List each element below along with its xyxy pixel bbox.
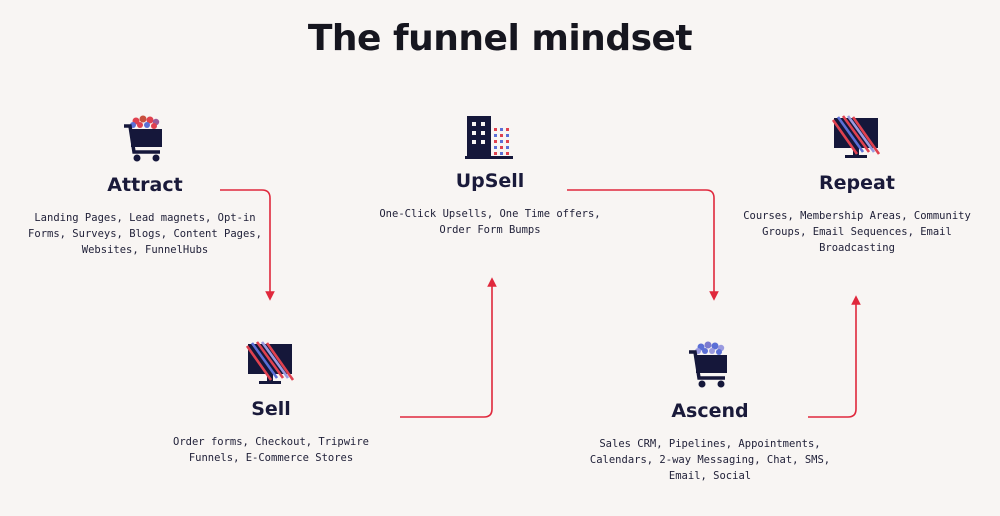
cart-icon [124, 115, 162, 162]
stage-name: Repeat [819, 172, 895, 194]
arrow-ascend-to-repeat [808, 295, 861, 418]
stage-description: Courses, Membership Areas, Community Gro… [743, 210, 971, 254]
arrow-upsell-to-ascend [567, 189, 719, 301]
stage-sell: Sell Order forms, Checkout, Tripwire Fun… [146, 340, 396, 466]
stage-description: Order forms, Checkout, Tripwire Funnels,… [173, 436, 369, 464]
monitor-icon [245, 341, 295, 384]
stage-description: Landing Pages, Lead magnets, Opt-in Form… [28, 212, 262, 256]
arrow-attract-to-sell [220, 189, 275, 301]
cart-icon [689, 341, 727, 388]
stage-upsell: UpSell One-Click Upsells, One Time offer… [365, 114, 615, 238]
monitor-icon [831, 115, 881, 158]
stage-ascend: Ascend Sales CRM, Pipelines, Appointment… [585, 338, 835, 484]
stage-name: Attract [107, 174, 183, 196]
stage-repeat: Repeat Courses, Membership Areas, Commun… [732, 114, 982, 256]
page-title: The funnel mindset [307, 18, 693, 59]
stage-name: Sell [251, 398, 291, 420]
arrow-sell-to-upsell [400, 277, 497, 418]
stage-attract: Attract Landing Pages, Lead magnets, Opt… [20, 112, 270, 258]
stage-description: Sales CRM, Pipelines, Appointments, Cale… [589, 438, 831, 482]
stage-description: One-Click Upsells, One Time offers, Orde… [379, 208, 601, 236]
building-icon [465, 116, 513, 159]
stage-name: Ascend [671, 400, 749, 422]
stage-name: UpSell [455, 170, 525, 192]
